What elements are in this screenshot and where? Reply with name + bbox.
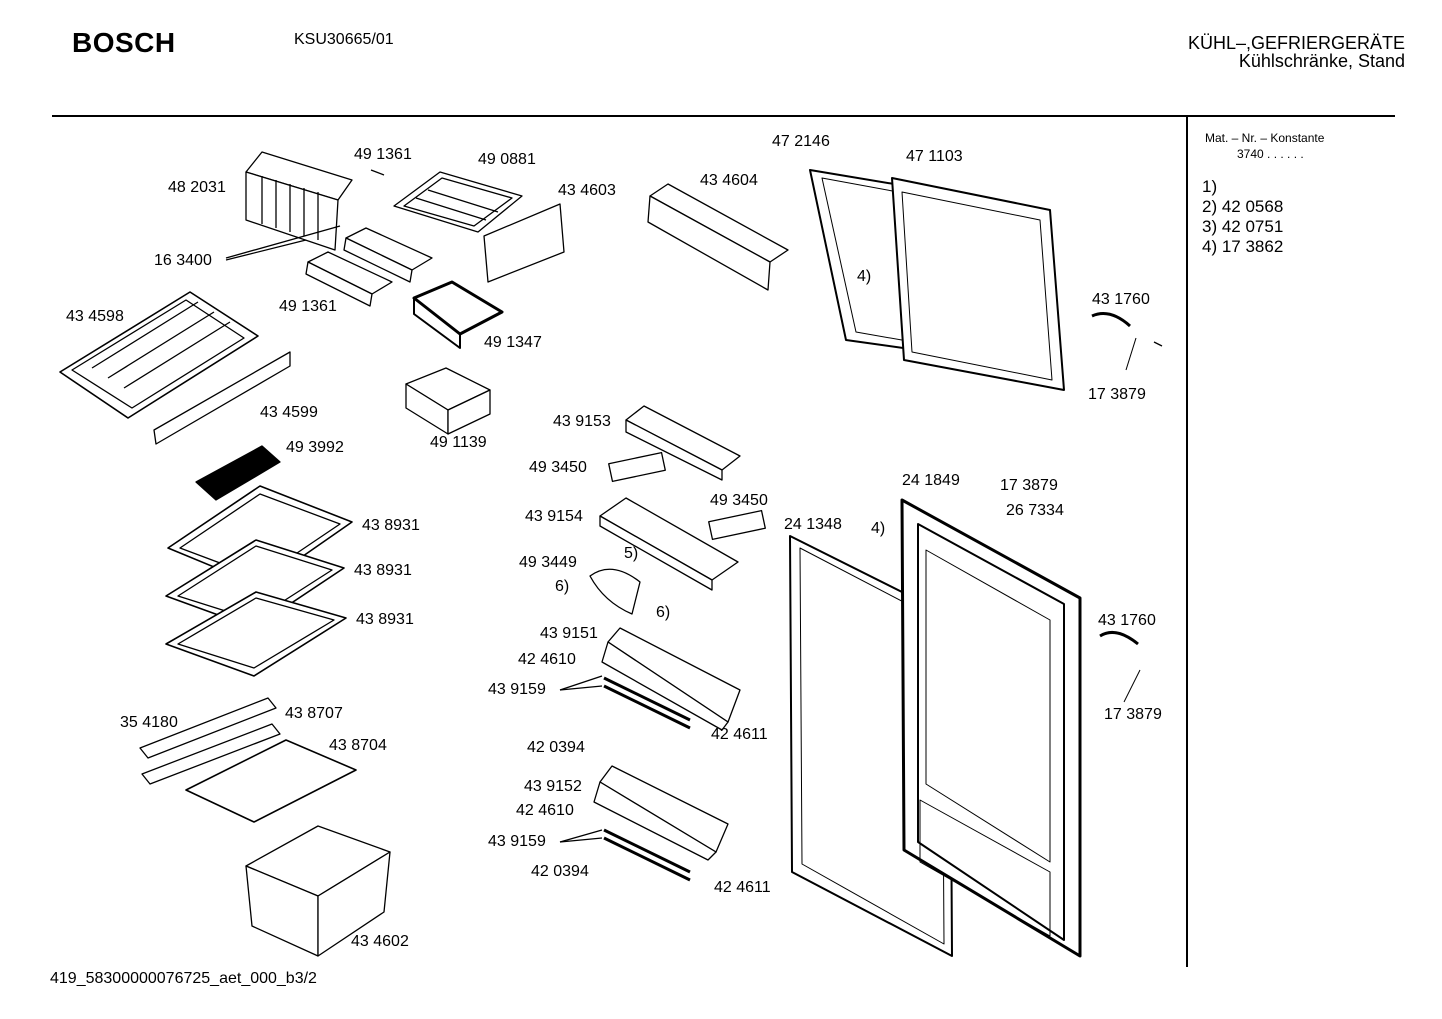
part-label: 43 9159 [488,833,546,850]
part-label: 47 2146 [772,133,830,150]
part-label: 49 1361 [354,146,412,163]
leader-line [559,675,603,691]
part-label: 16 3400 [154,252,212,269]
part-label: 49 3992 [286,439,344,456]
part-label: 49 3450 [710,492,768,509]
part-label: 43 8707 [285,705,343,722]
ice-container-drawing [245,151,353,251]
part-label: 24 1348 [784,516,842,533]
ice-tray-drawing [305,227,433,307]
part-label: 43 4602 [351,933,409,950]
part-label: 49 0881 [478,151,536,168]
part-label: 49 3450 [529,459,587,476]
part-label: 43 9151 [540,625,598,642]
part-label: 43 4598 [66,308,124,325]
mat-nr-label: Mat. – Nr. – Konstante [1205,131,1325,145]
footnote-ref: 4) [857,268,872,285]
part-label: 42 4611 [714,879,771,896]
leader-line [1123,669,1141,703]
grid-shelf-drawing [393,171,523,233]
header-divider [52,115,1395,117]
door-handle-drawing [1099,630,1139,646]
part-label: 43 8931 [354,562,412,579]
bracket-drawing [412,280,504,349]
door-shelf-drawing [647,183,789,291]
part-label: 42 4610 [518,651,576,668]
leader-line [559,837,603,843]
part-label: 43 1760 [1092,291,1150,308]
footnote-ref: 4) [871,520,886,537]
document-id: 419_58300000076725_aet_000_b3/2 [50,970,317,987]
part-label: 43 4604 [700,172,758,189]
leader-line [370,169,385,176]
part-label: 42 0394 [527,739,585,756]
footnote-ref: 6) [555,578,570,595]
part-label: 17 3879 [1088,386,1146,403]
leader-line [559,685,603,691]
glass-shelf-drawing [165,485,353,677]
footnote-2: 2) 42 0568 [1202,197,1284,216]
footnote-ref: 5) [624,545,639,562]
part-label: 49 1361 [279,298,337,315]
cover-panel-drawing [483,203,565,283]
part-label: 43 9153 [553,413,611,430]
door-bottle-shelf-drawing [593,405,741,861]
front-strip-drawing [153,351,291,445]
freezer-door-drawing [809,169,1065,391]
part-label: 35 4180 [120,714,178,731]
leader-line [559,829,603,843]
part-label: 43 9154 [525,508,583,525]
rail-strip-drawing [139,697,281,785]
part-label: 17 3879 [1000,477,1058,494]
crisper-cover-drawing [185,739,357,823]
part-label: 43 8931 [356,611,414,628]
flap-drawing [589,568,641,615]
bottle-rack-drawing [195,445,281,501]
part-label: 43 8931 [362,517,420,534]
leader-line [225,239,307,261]
part-label: 42 4610 [516,802,574,819]
category-subtitle: Kühlschränke, Stand [1238,51,1405,71]
part-label: 49 1347 [484,334,542,351]
part-label: 48 2031 [168,179,226,196]
part-label: 43 8704 [329,737,387,754]
small-bin-drawing [405,367,491,435]
egg-tray-drawing [608,451,666,483]
part-label: 43 4599 [260,404,318,421]
fridge-door-drawing [900,498,1082,958]
footnote-ref: 6) [656,604,671,621]
egg-tray-drawing [708,509,766,541]
model-number: KSU30665/01 [294,31,394,48]
part-label: 49 3449 [519,554,577,571]
crisper-drawer-drawing [245,825,391,957]
sidebar-divider [1186,117,1188,967]
part-label: 49 1139 [430,434,487,451]
footnote-4: 4) 17 3862 [1202,237,1284,256]
leader-line [225,225,341,259]
footnote-3: 3) 42 0751 [1202,217,1284,236]
category-title: KÜHL–,GEFRIERGERÄTE [1187,33,1405,53]
door-handle-drawing [1091,312,1163,371]
door-gasket-drawing [789,535,953,957]
footnote-1: 1) [1202,177,1218,196]
mat-nr-value: 3740 . . . . . . [1237,147,1304,161]
part-label: 43 9152 [524,778,582,795]
brand-logo: BOSCH [72,27,176,58]
part-label: 42 0394 [531,863,589,880]
part-label: 43 9159 [488,681,546,698]
part-label: 47 1103 [906,148,963,165]
drawer-drawing [59,291,259,419]
part-label: 26 7334 [1006,502,1064,519]
part-label: 43 4603 [558,182,616,199]
part-label: 24 1849 [902,472,960,489]
part-label: 17 3879 [1104,706,1162,723]
part-label: 42 4611 [711,726,768,743]
part-label: 43 1760 [1098,612,1156,629]
